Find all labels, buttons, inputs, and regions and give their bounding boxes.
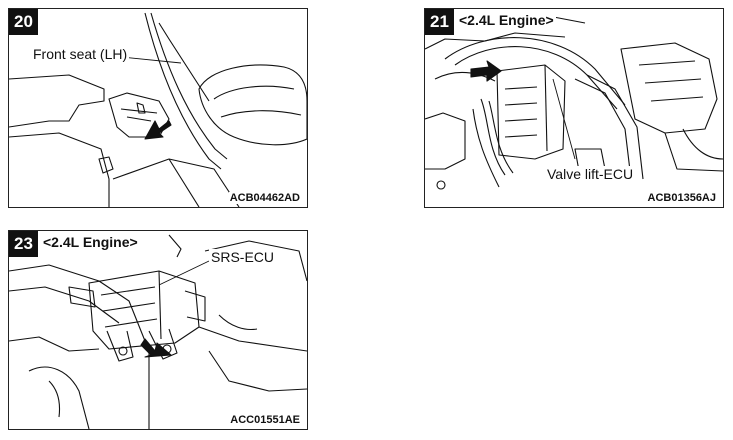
figure-20-illustration (9, 12, 307, 207)
figure-23-code: ACC01551AE (229, 414, 301, 426)
figure-21-heading: <2.4L Engine> (457, 12, 556, 28)
figure-21: 21 <2.4L Engine> Valve lift-ECU ACB01356… (424, 8, 724, 208)
figure-20: 20 Front seat (LH) ACB04462AD (8, 8, 308, 208)
figure-20-code: ACB04462AD (228, 192, 301, 204)
figure-23: 23 <2.4L Engine> SRS-ECU ACC01551AE (8, 230, 308, 430)
figure-23-illustration (9, 234, 307, 429)
figure-21-number: 21 (425, 9, 454, 35)
figure-23-label-srs-ecu: SRS-ECU (209, 249, 277, 265)
figure-23-heading: <2.4L Engine> (41, 234, 140, 250)
figure-21-code: ACB01356AJ (646, 192, 717, 204)
figure-20-label-front-seat: Front seat (LH) (31, 46, 130, 62)
figure-20-number: 20 (9, 9, 38, 35)
figure-21-label-valve-lift-ecu: Valve lift-ECU (545, 166, 636, 182)
figure-23-number: 23 (9, 231, 38, 257)
